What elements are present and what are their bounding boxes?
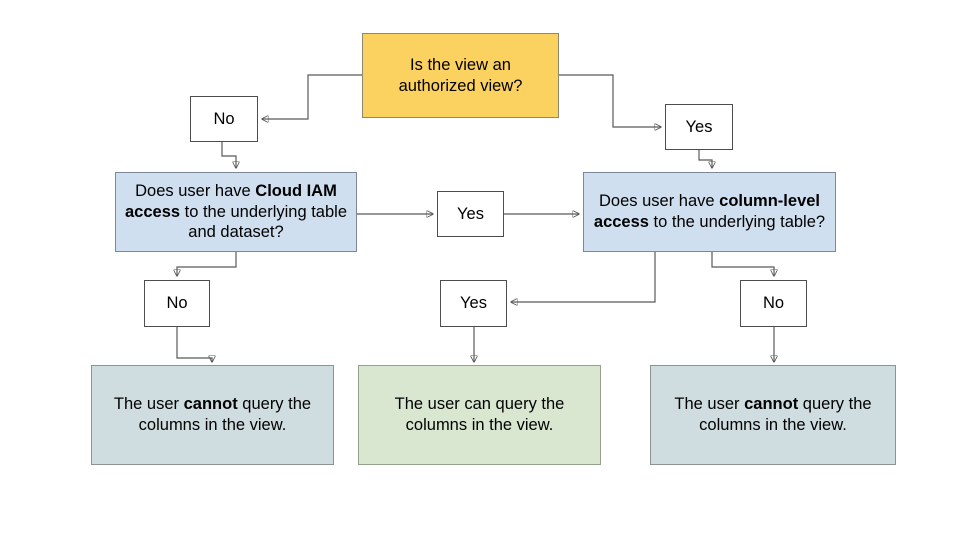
edge-column-to-no-right xyxy=(711,252,774,276)
node-branch-no-right[interactable]: No xyxy=(740,280,807,327)
node-column-question[interactable]: Does user have column-level access to th… xyxy=(583,172,836,252)
node-branch-yes-bottom[interactable]: Yes xyxy=(440,280,507,327)
node-result-deny-left-text: The user cannot query the columns in the… xyxy=(113,395,312,434)
node-result-allow-center[interactable]: The user can query the columns in the vi… xyxy=(358,365,601,465)
node-result-allow-center-text: The user can query the columns in the vi… xyxy=(394,395,565,434)
edge-start-to-yes-top xyxy=(559,74,661,127)
node-branch-yes-top-label: Yes xyxy=(685,117,713,136)
node-branch-yes-top[interactable]: Yes xyxy=(665,104,733,150)
node-result-deny-left[interactable]: The user cannot query the columns in the… xyxy=(91,365,334,465)
node-column-question-text: Does user have column-level access to th… xyxy=(593,192,826,231)
edge-no-top-to-iam xyxy=(221,142,236,168)
edge-yes-top-to-column xyxy=(698,150,712,168)
node-branch-no-top[interactable]: No xyxy=(190,96,258,142)
node-branch-no-right-label: No xyxy=(762,294,785,313)
node-result-deny-right-text: The user cannot query the columns in the… xyxy=(674,395,872,434)
edge-column-to-yes-bottom xyxy=(511,252,656,302)
node-branch-no-top-label: No xyxy=(213,109,235,128)
node-branch-yes-mid-label: Yes xyxy=(457,204,484,223)
node-iam-question[interactable]: Does user have Cloud IAM access to the u… xyxy=(115,172,357,252)
node-branch-yes-bottom-label: Yes xyxy=(460,294,487,313)
node-branch-no-left-label: No xyxy=(166,294,188,313)
edge-iam-to-no-left xyxy=(177,252,237,276)
edge-start-to-no-top xyxy=(262,74,362,119)
node-iam-question-text: Does user have Cloud IAM access to the u… xyxy=(124,181,347,242)
node-branch-yes-mid[interactable]: Yes xyxy=(437,191,504,237)
edge-no-left-to-deny-left xyxy=(176,327,212,362)
node-branch-no-left[interactable]: No xyxy=(144,280,210,327)
node-result-deny-right[interactable]: The user cannot query the columns in the… xyxy=(650,365,896,465)
